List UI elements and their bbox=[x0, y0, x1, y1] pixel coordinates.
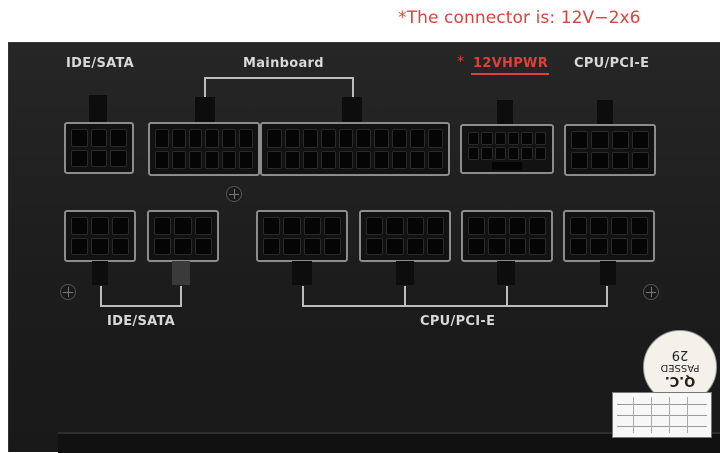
cpu-pcie-bracket-1 bbox=[302, 286, 304, 307]
latch-tab bbox=[172, 261, 190, 285]
latch-tab bbox=[497, 100, 513, 124]
cpu-pcie-bracket-3 bbox=[506, 286, 508, 307]
cpu-pcie-bracket-h bbox=[302, 305, 608, 307]
qc-line3: 29 bbox=[671, 347, 689, 362]
cpu-pcie-connector-bottom-3 bbox=[461, 210, 553, 262]
latch-tab bbox=[195, 97, 215, 123]
label-12vhpwr: 12VHPWR bbox=[473, 56, 549, 71]
label-cpu-pcie-bottom: CPU/PCI-E bbox=[420, 314, 496, 329]
screw-right bbox=[643, 284, 659, 300]
screw-left bbox=[60, 284, 76, 300]
12vhpwr-connector bbox=[460, 124, 554, 174]
latch-tab bbox=[342, 97, 362, 123]
latch-tab bbox=[92, 261, 108, 285]
label-star: * bbox=[457, 54, 464, 70]
ide-sata-connector-bottom-1 bbox=[64, 210, 136, 262]
mainboard-bracket-h bbox=[204, 77, 354, 79]
cpu-pcie-bracket-2 bbox=[404, 286, 406, 307]
ide-sata-connector-top bbox=[64, 122, 134, 174]
qc-line1: Q.C. bbox=[664, 373, 696, 388]
qc-line2: PASSED bbox=[660, 362, 700, 373]
ide-sata-bracket-h bbox=[100, 305, 182, 307]
latch-tab bbox=[597, 100, 613, 124]
latch-tab bbox=[497, 261, 515, 285]
ide-sata-bracket-l bbox=[100, 286, 102, 307]
latch-tab bbox=[396, 261, 414, 285]
connector-note: *The connector is: 12V−2x6 bbox=[398, 8, 641, 28]
mainboard-connector-small bbox=[148, 122, 260, 176]
cpu-pcie-connector-top bbox=[564, 124, 656, 176]
screw-center bbox=[226, 186, 242, 202]
ide-sata-connector-bottom-2 bbox=[147, 210, 219, 262]
label-12vhpwr-underline bbox=[471, 73, 549, 75]
serial-label bbox=[612, 392, 712, 438]
panel-bottom-lip bbox=[58, 432, 720, 453]
cpu-pcie-connector-bottom-2 bbox=[359, 210, 451, 262]
cpu-pcie-connector-bottom-1 bbox=[256, 210, 348, 262]
label-ide-sata-top: IDE/SATA bbox=[66, 56, 134, 71]
mainboard-bracket-l bbox=[204, 77, 206, 99]
ide-sata-bracket-r bbox=[180, 286, 182, 307]
cpu-pcie-bracket-4 bbox=[606, 286, 608, 307]
latch-tab bbox=[292, 261, 312, 285]
label-ide-sata-bottom: IDE/SATA bbox=[107, 314, 175, 329]
12vhpwr-sense-pins bbox=[492, 162, 522, 170]
label-mainboard: Mainboard bbox=[243, 56, 324, 71]
label-cpu-pcie-top: CPU/PCI-E bbox=[574, 56, 650, 71]
latch-tab bbox=[89, 95, 107, 123]
latch-tab bbox=[600, 261, 616, 285]
mainboard-connector-large bbox=[260, 122, 450, 176]
cpu-pcie-connector-bottom-4 bbox=[563, 210, 655, 262]
mainboard-bracket-r bbox=[352, 77, 354, 99]
